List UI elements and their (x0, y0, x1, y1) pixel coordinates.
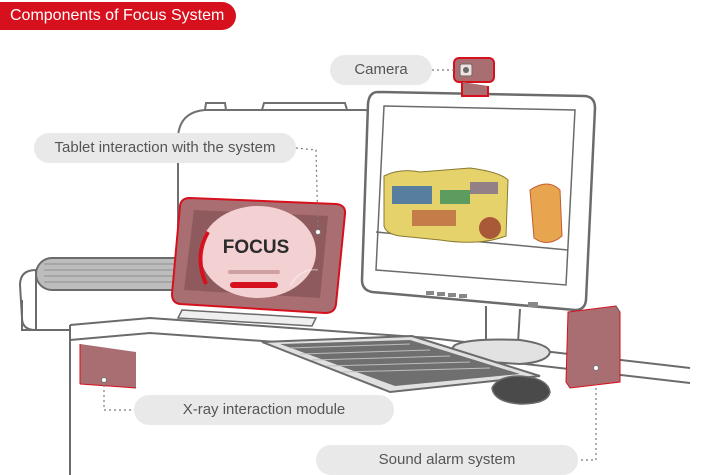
tablet-logo: FOCUS (223, 237, 290, 258)
leader-lines (103, 69, 597, 461)
label-sound-alarm: Sound alarm system (316, 445, 578, 475)
xray-interaction-module (79, 344, 137, 389)
keyboard (261, 334, 541, 394)
diagram-title: Components of Focus System (0, 2, 237, 30)
label-xray-module: X-ray interaction module (134, 395, 394, 425)
xray-image (383, 167, 563, 243)
monitor (360, 90, 597, 366)
conveyor-belt (18, 257, 197, 332)
mouse (491, 375, 551, 405)
label-camera: Camera (330, 55, 432, 85)
label-tablet: Tablet interaction with the system (34, 133, 296, 163)
camera (453, 57, 495, 97)
sound-alarm-system (565, 305, 621, 389)
tablet: FOCUS (170, 196, 347, 327)
